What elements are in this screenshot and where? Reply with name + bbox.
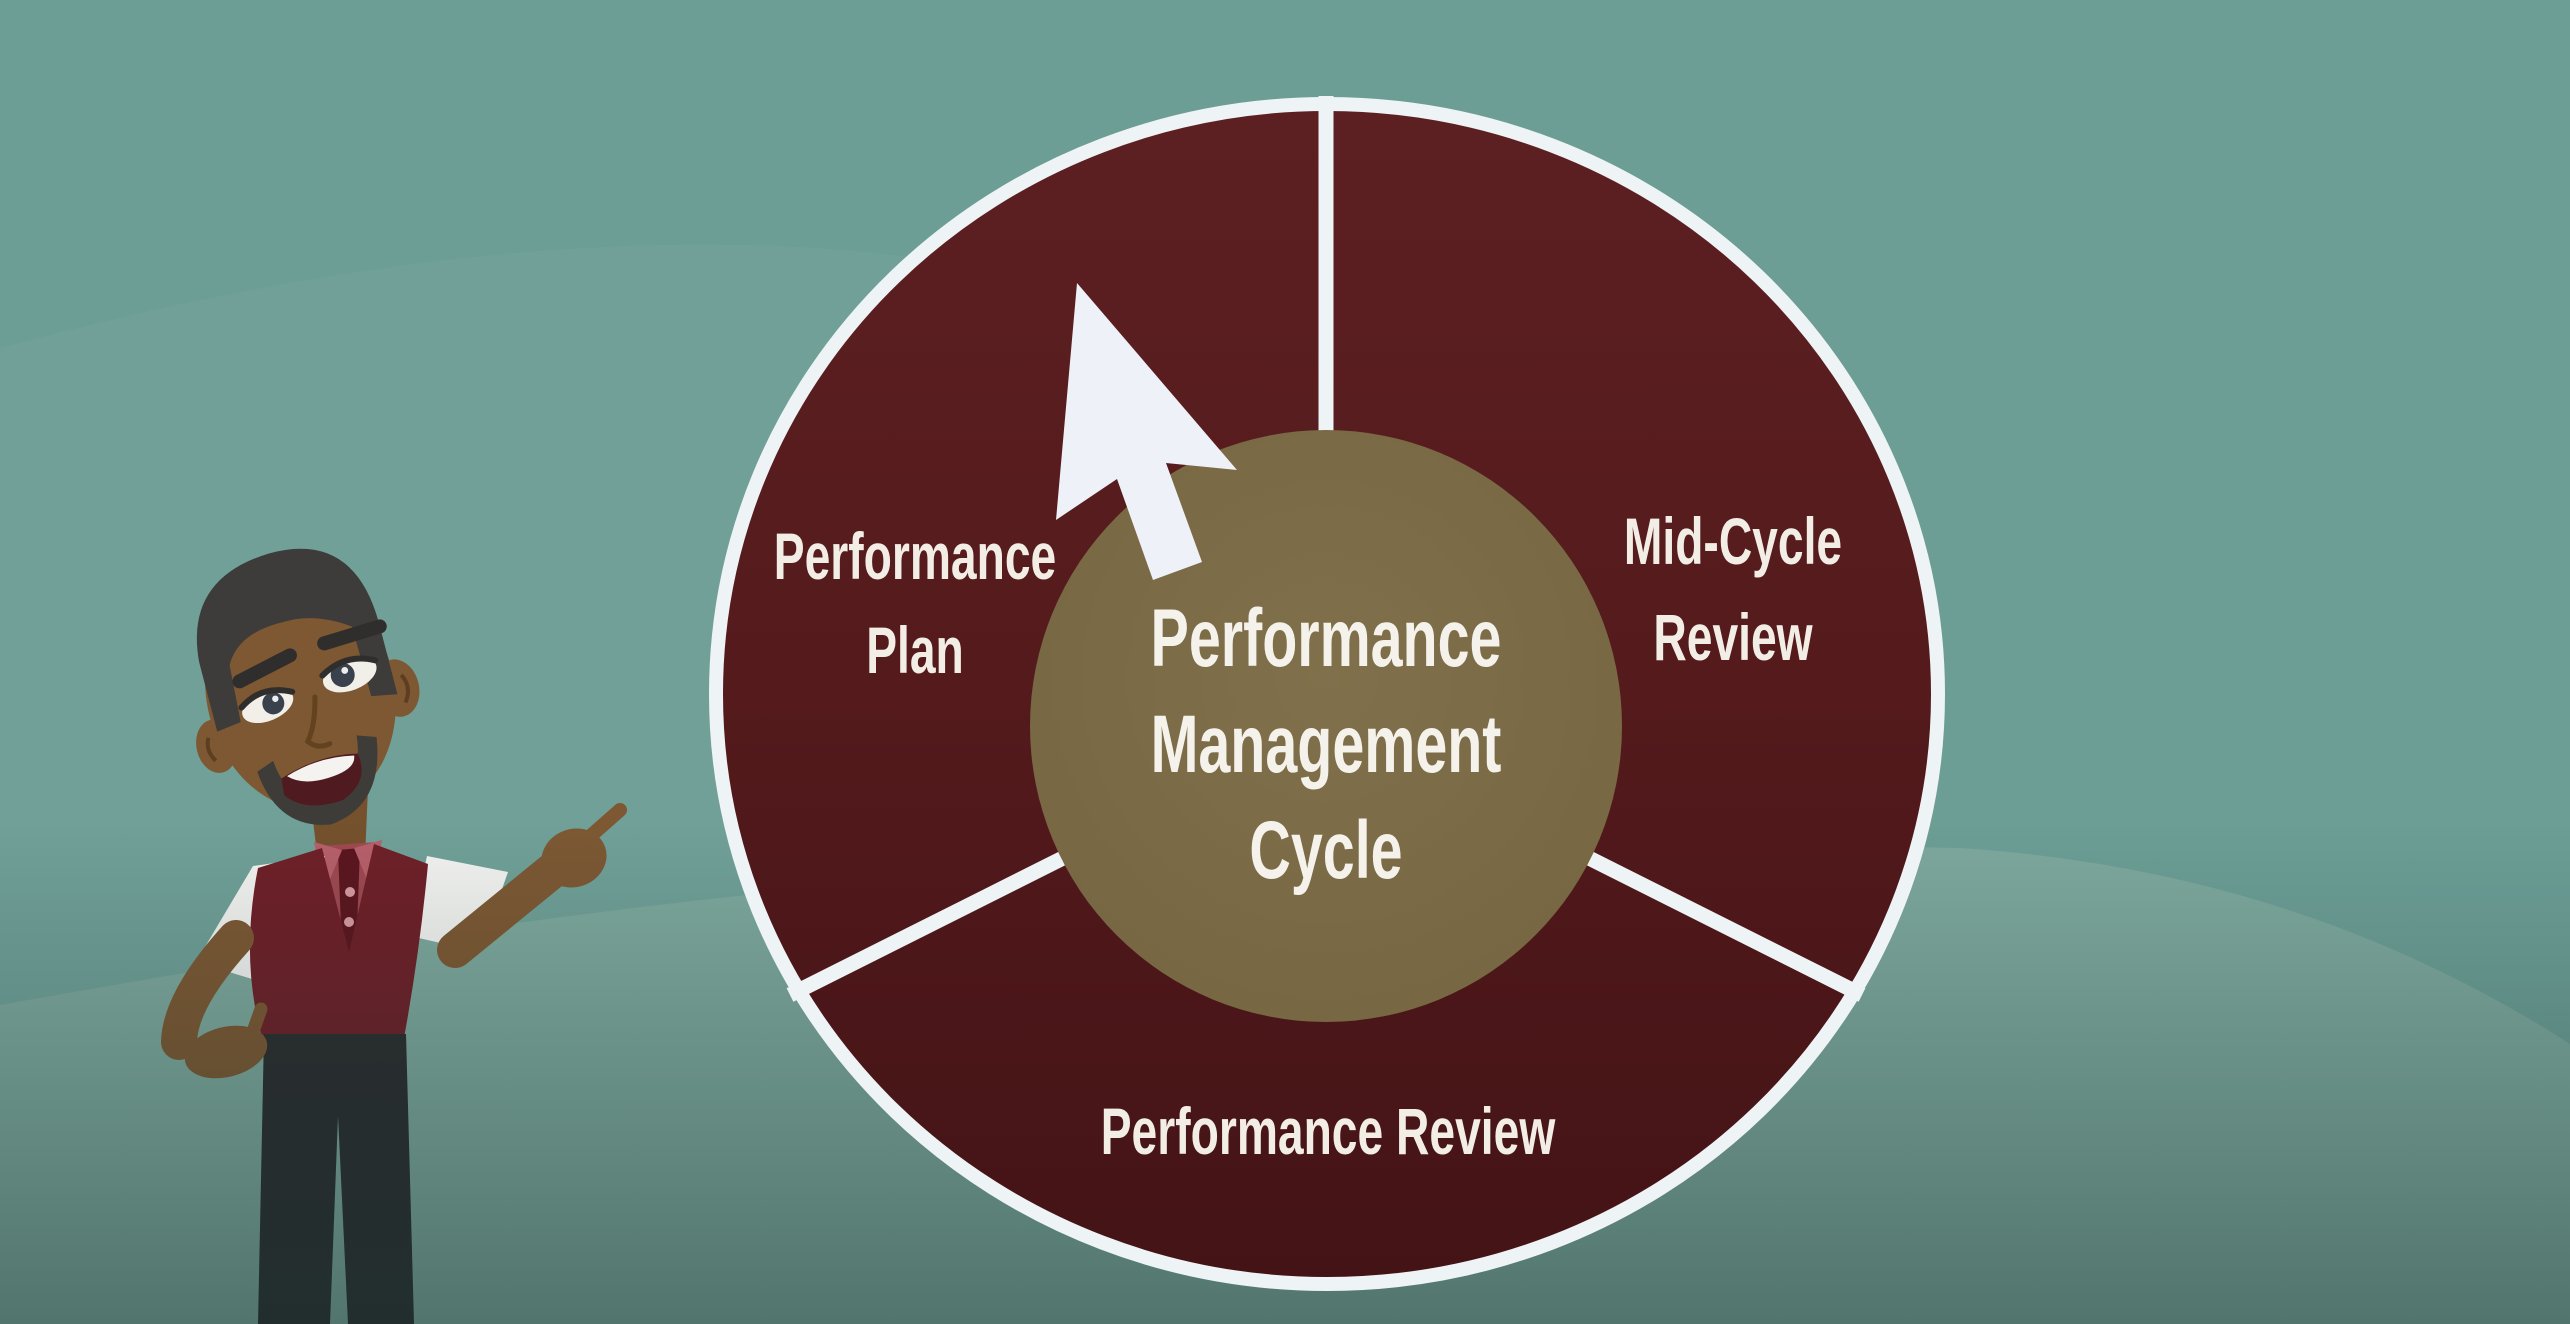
eye-highlight — [272, 695, 279, 702]
hub-title-line: Performance — [1150, 593, 1502, 684]
eyebrow-left — [232, 648, 297, 689]
eyelash-left — [238, 687, 296, 711]
label-line: Review — [1653, 600, 1813, 674]
label-line: Performance — [773, 519, 1057, 593]
eye-highlight — [341, 667, 349, 674]
label-line: Plan — [866, 613, 964, 687]
hub-title-line: Management — [1150, 699, 1502, 790]
ear-right-inner — [399, 673, 411, 704]
eyebrow-right — [317, 619, 387, 651]
character-head — [196, 548, 420, 825]
hub-title: Performance Management Cycle — [1148, 586, 1504, 904]
label-line: Performance Review — [1100, 1094, 1556, 1168]
segment-label-performance-plan: Performance Plan — [740, 509, 1090, 697]
label-line: Mid-Cycle — [1623, 504, 1843, 578]
nose — [304, 694, 333, 749]
iris-left — [262, 692, 285, 715]
eyelash-right — [319, 655, 379, 679]
pointer-arrow-icon — [1056, 283, 1237, 580]
ear-left-inner — [205, 737, 218, 763]
segment-label-performance-review: Performance Review — [1083, 1083, 1573, 1179]
hair — [196, 548, 398, 732]
segment-label-mid-cycle-review: Mid-Cycle Review — [1558, 493, 1908, 685]
goatee — [257, 735, 378, 825]
pie-rim — [709, 97, 1945, 1291]
teeth — [287, 755, 355, 782]
performance-management-cycle-diagram — [709, 96, 1945, 1291]
hub-title-line: Cycle — [1249, 805, 1403, 896]
iris-right — [330, 663, 355, 688]
hub-circle — [1030, 430, 1622, 1022]
